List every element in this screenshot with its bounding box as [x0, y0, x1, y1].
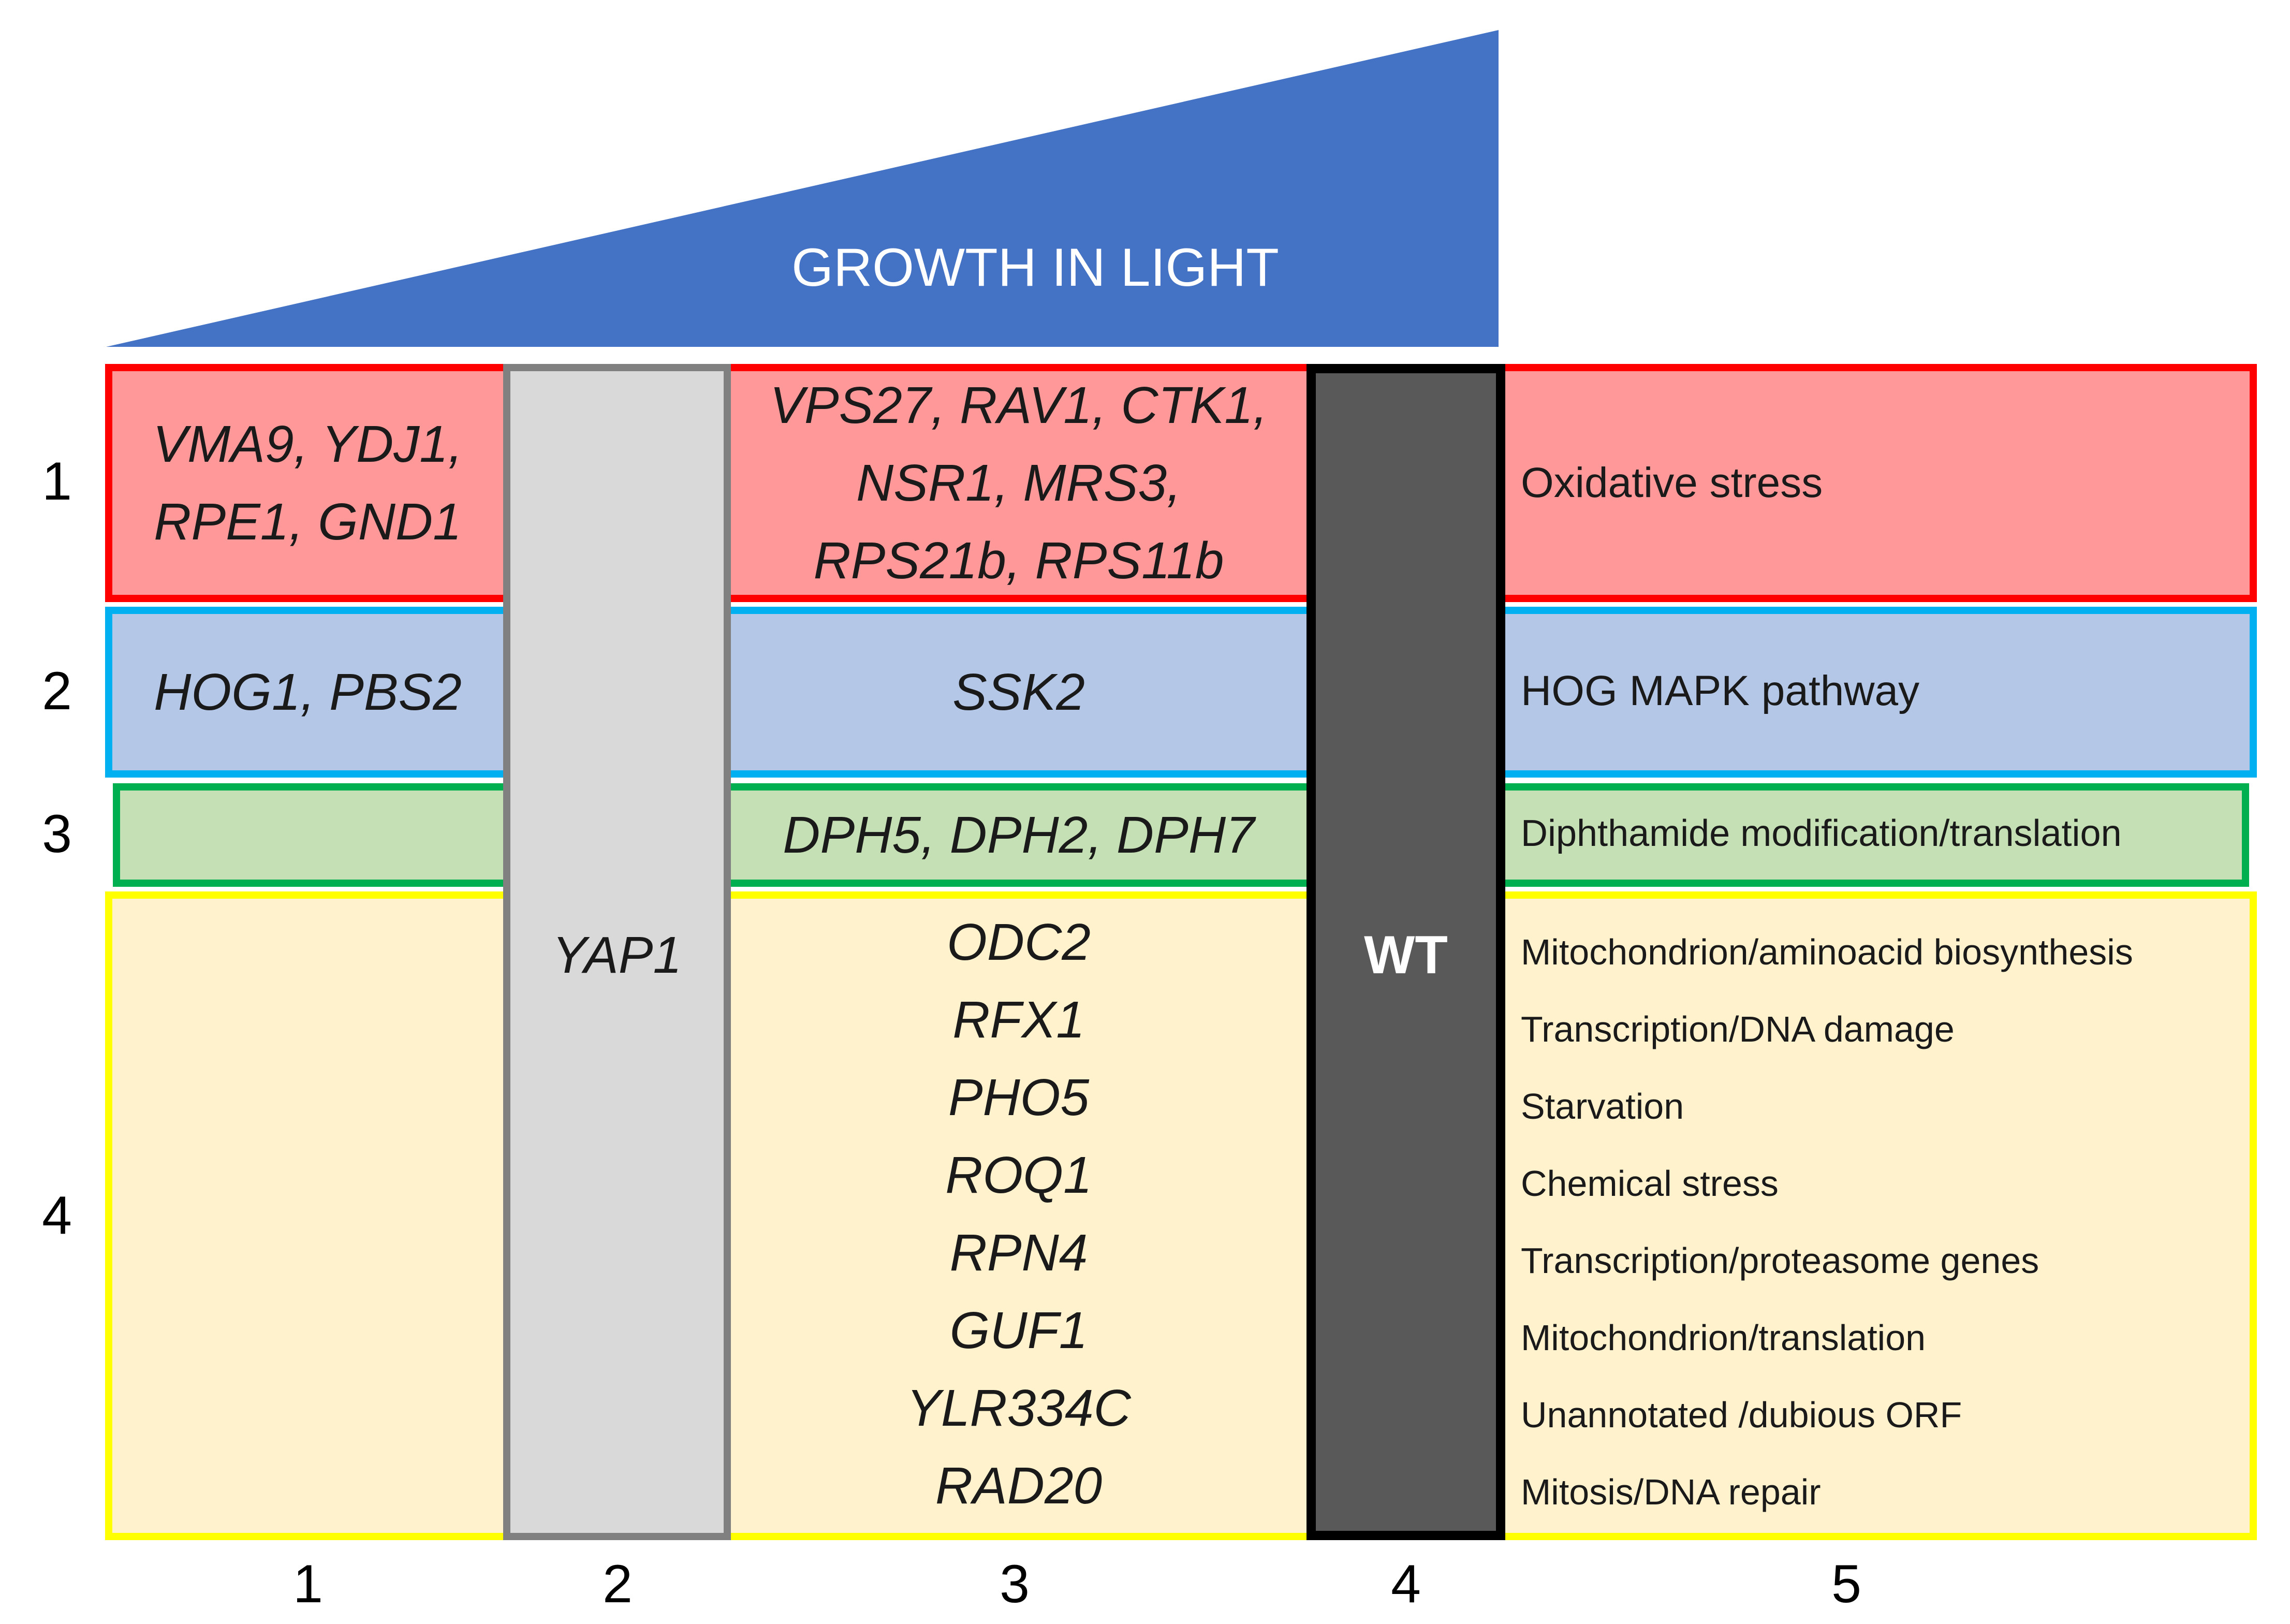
category-item: Mitochondrion/aminoacid biosynthesis: [1521, 932, 2133, 972]
gene-item: ODC2: [947, 913, 1091, 971]
gene-item: RAD20: [935, 1457, 1103, 1515]
col-label-5: 5: [1831, 1554, 1861, 1614]
row4-genes: ODC2 RFX1 PHO5 ROQ1 RPN4 GUF1 YLR334C RA…: [731, 903, 1307, 1525]
row-label-3: 3: [42, 803, 72, 864]
growth-triangle-shape: [106, 30, 1499, 347]
category-item: Mitosis/DNA repair: [1521, 1472, 1821, 1512]
row3-category: Diphthamide modification/translation: [1521, 813, 2122, 854]
row1-col1-genes: VMA9, YDJ1, RPE1, GND1: [112, 371, 503, 595]
row-label-1: 1: [42, 451, 72, 511]
gene-line: NSR1, MRS3,: [856, 454, 1181, 512]
category-item: Transcription/DNA damage: [1521, 1009, 1955, 1049]
gene-item: PHO5: [948, 1069, 1090, 1126]
yap1-label: YAP1: [552, 926, 682, 984]
gene-line: VPS27, RAV1, CTK1,: [770, 376, 1268, 434]
category-item: Starvation: [1521, 1086, 1684, 1126]
row2-col1-genes: HOG1, PBS2: [154, 663, 462, 721]
column-wt: [1307, 364, 1505, 1540]
column-yap1: [503, 364, 731, 1540]
gene-item: ROQ1: [945, 1146, 1092, 1204]
category-item: Unannotated /dubious ORF: [1521, 1395, 1962, 1435]
row-oxidative-stress: [105, 364, 2257, 602]
col-label-1: 1: [293, 1554, 323, 1614]
col-label-2: 2: [603, 1554, 633, 1614]
category-item: Transcription/proteasome genes: [1521, 1240, 2039, 1281]
row4-categories: Mitochondrion/aminoacid biosynthesis Tra…: [1521, 914, 2133, 1531]
growth-triangle: GROWTH IN LIGHT: [106, 30, 1499, 347]
gene-line: RPS21b, RPS11b: [813, 532, 1224, 590]
gene-line: VMA9, YDJ1,: [153, 415, 463, 473]
row-label-4: 4: [42, 1185, 72, 1246]
category-item: Chemical stress: [1521, 1163, 1779, 1204]
gene-item: RPN4: [949, 1224, 1088, 1282]
row1-col3-genes: VPS27, RAV1, CTK1, NSR1, MRS3, RPS21b, R…: [731, 371, 1307, 595]
col-label-4: 4: [1391, 1554, 1421, 1614]
row2-category: HOG MAPK pathway: [1521, 667, 1920, 714]
row-label-2: 2: [42, 661, 72, 721]
wt-label: WT: [1364, 925, 1448, 985]
gene-line: RPE1, GND1: [154, 493, 462, 551]
growth-triangle-label: GROWTH IN LIGHT: [791, 238, 1279, 298]
gene-item: RFX1: [952, 991, 1085, 1049]
row2-col3-genes: SSK2: [952, 663, 1085, 721]
row1-category: Oxidative stress: [1521, 459, 1823, 506]
row3-col3-genes: DPH5, DPH2, DPH7: [783, 806, 1255, 864]
gene-item: YLR334C: [906, 1379, 1131, 1437]
col-label-3: 3: [1000, 1554, 1030, 1614]
category-item: Mitochondrion/translation: [1521, 1318, 1926, 1358]
gene-item: GUF1: [949, 1301, 1088, 1359]
row-misc: [105, 891, 2257, 1540]
